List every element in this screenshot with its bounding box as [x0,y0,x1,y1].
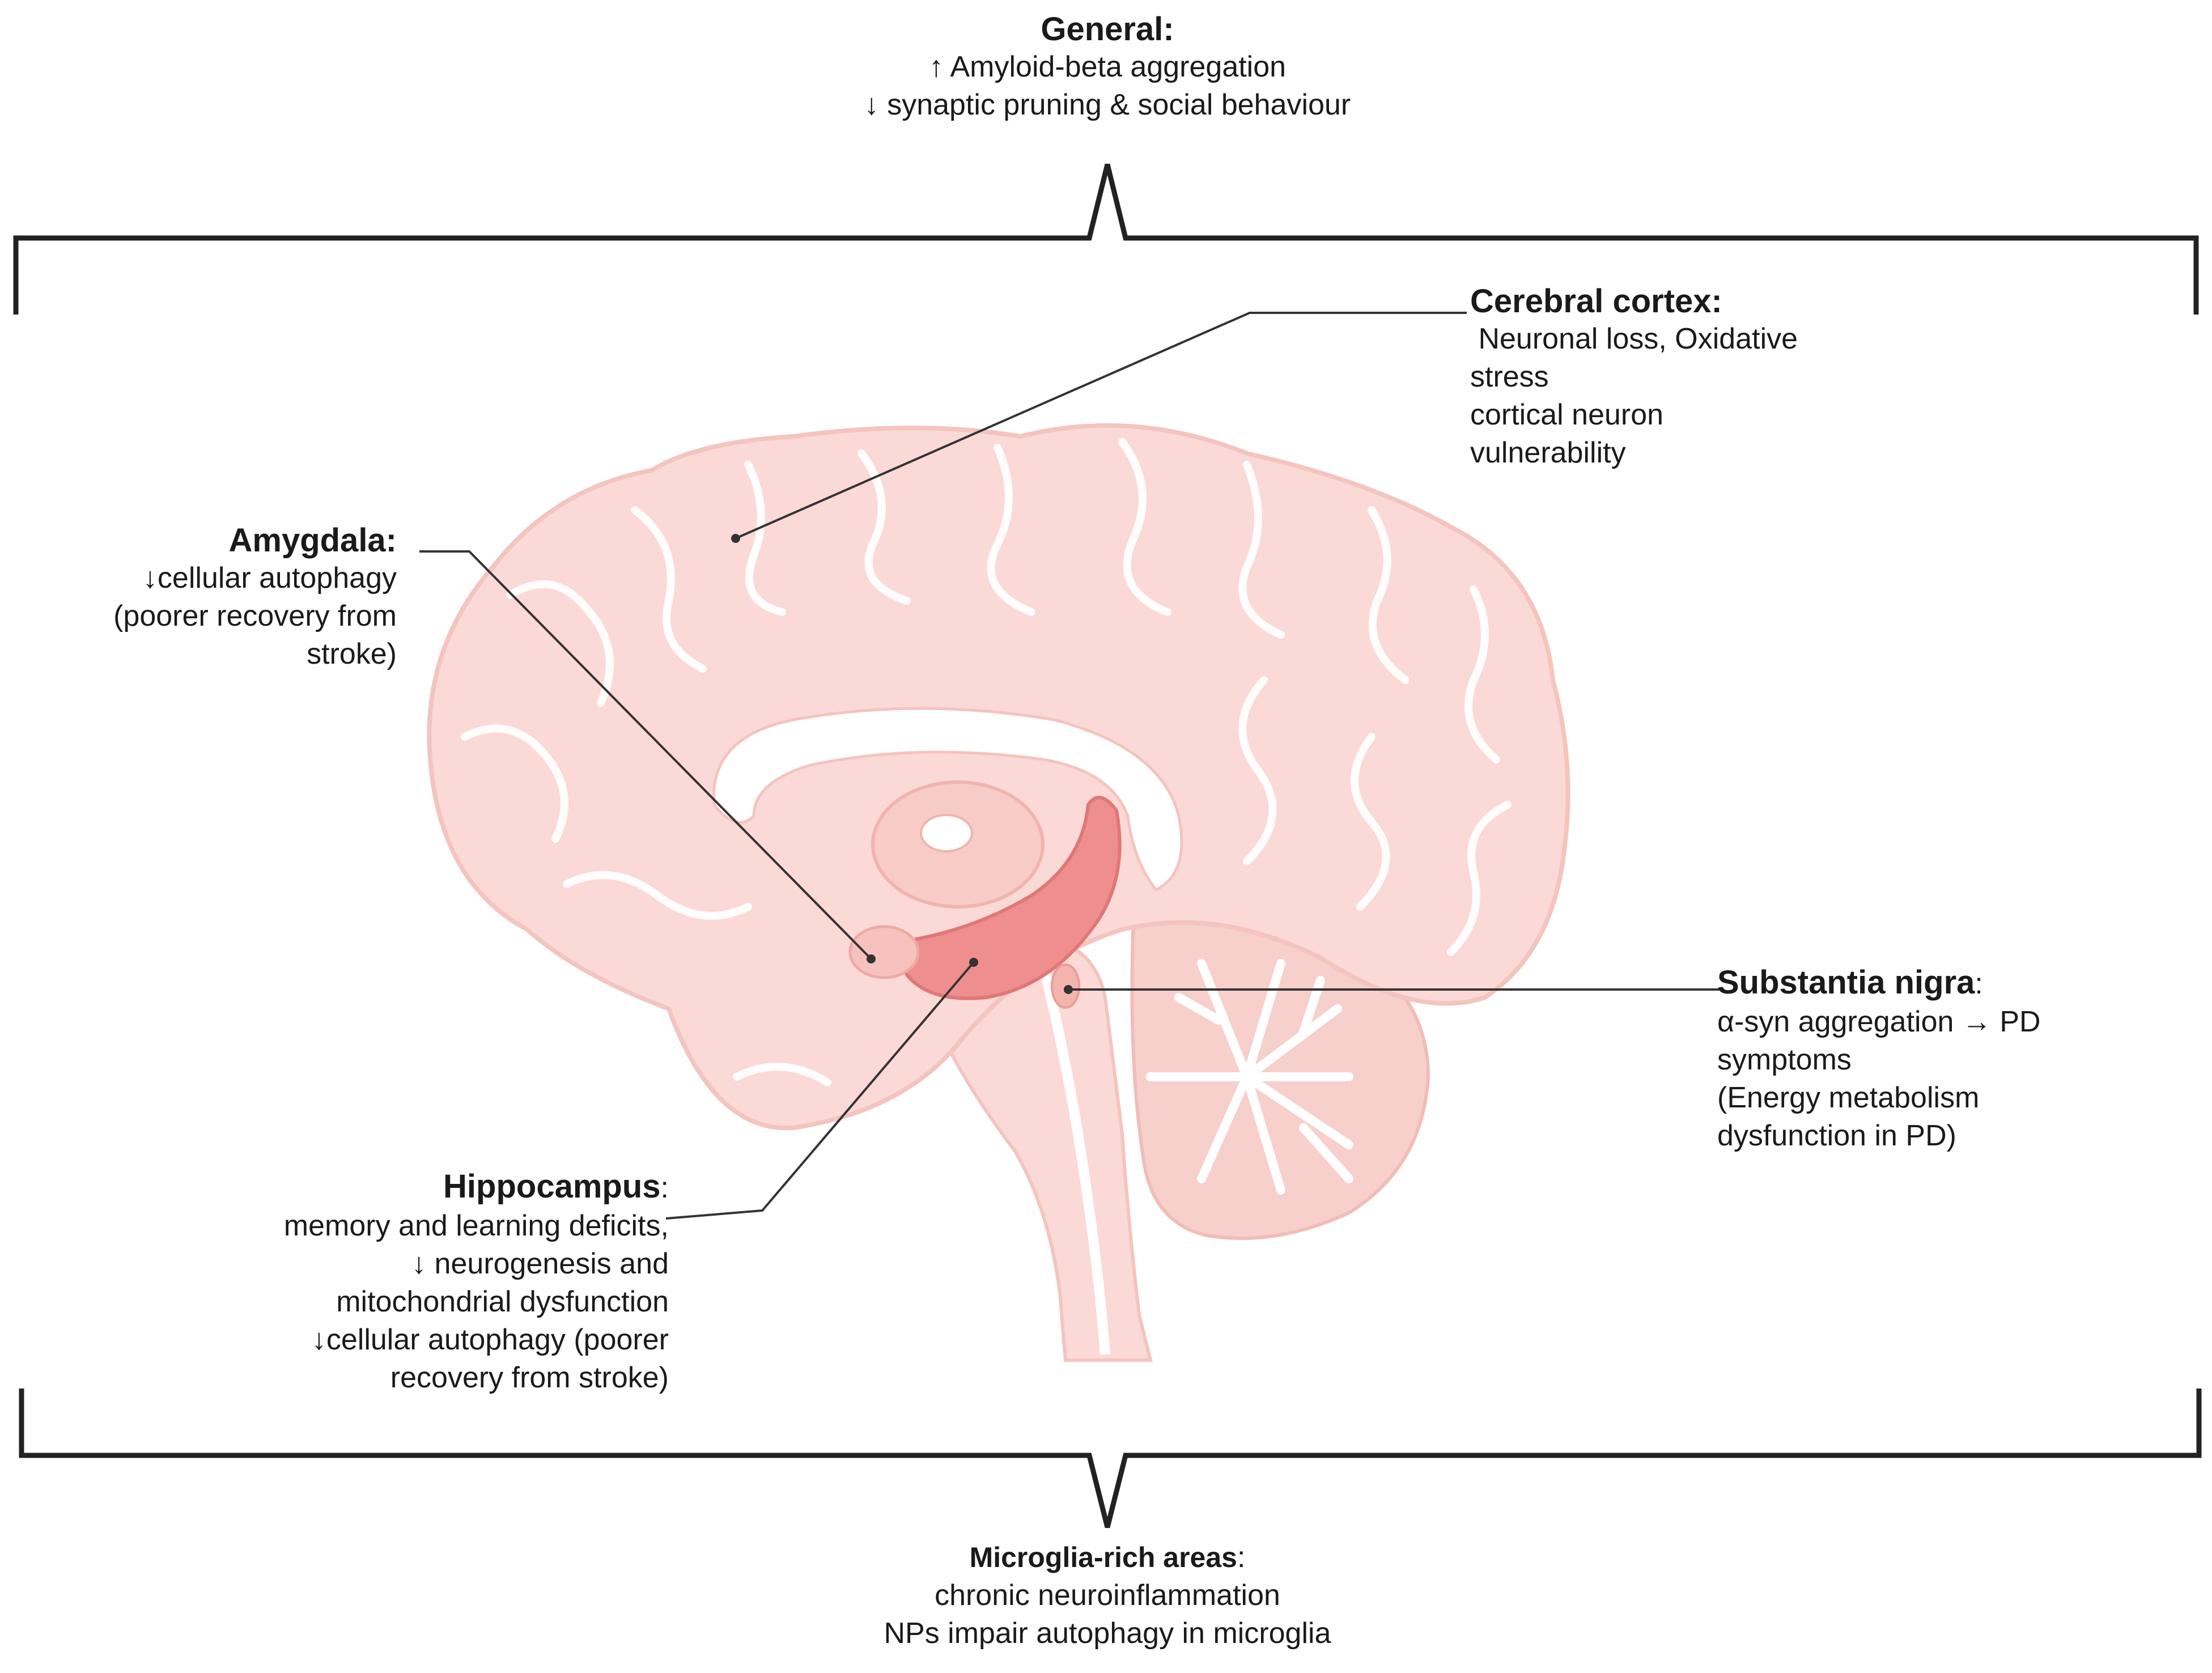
hippocampus-heading: Hippocampus [443,1168,661,1205]
amygdala-line-1: ↓cellular autophagy [142,562,397,595]
amygdala-label: Amygdala: ↓cellular autophagy (poorer re… [45,521,397,673]
hippocampus-colon: : [660,1171,669,1204]
substantia-heading: Substantia nigra [1717,964,1975,1001]
hippocampus-label: Hippocampus: memory and learning deficit… [159,1167,669,1397]
microglia-line-1: chronic neuroinflammation [935,1579,1280,1612]
substantia-line-3: (Energy metabolism [1717,1081,1980,1114]
general-line-2: ↓ synaptic pruning & social behaviour [864,88,1351,121]
amygdala-line-2: (poorer recovery from [113,600,397,632]
cortex-line-4: vulnerability [1470,436,1626,469]
cortex-line-2: stress [1470,360,1549,393]
bottom-bracket [19,1388,2202,1528]
cortex-label: Cerebral cortex: Neuronal loss, Oxidativ… [1470,282,1924,472]
arbor-vitae [1146,959,1353,1195]
substantia-colon: : [1975,967,1983,1000]
microglia-colon: : [1237,1541,1246,1574]
corpus-callosum [712,707,1183,892]
microglia-heading: Microglia-rich areas [969,1542,1237,1573]
spinal-canal [1038,962,1110,1355]
substantia-line-1: α-syn aggregation → PD [1717,1005,2041,1038]
cortical-sulci [461,438,1512,1086]
hippocampus-line-5: recovery from stroke) [390,1361,669,1394]
thalamus-center [920,814,973,852]
cortex-heading: Cerebral cortex: [1470,283,1722,320]
general-label: General: ↑ Amyloid-beta aggregation ↓ sy… [767,10,1447,124]
amygdala-leader [419,550,872,960]
cortex-line-3: cortical neuron [1470,398,1664,431]
microglia-line-2: NPs impair autophagy in microglia [884,1617,1331,1650]
microglia-label: Microglia-rich areas: chronic neuroinfla… [767,1539,1447,1653]
hippocampus-line-2: ↓ neurogenesis and [411,1247,669,1280]
hippocampus-line-4: ↓cellular autophagy (poorer [311,1323,669,1356]
substantia-label: Substantia nigra: α-syn aggregation → PD… [1717,963,2171,1155]
leader-lines [419,312,1720,1220]
substantia-line-2: symptoms [1717,1043,1852,1076]
amygdala-region [848,925,920,979]
hippocampus-region [902,796,1122,1000]
hippocampus-line-3: mitochondrial dysfunction [336,1285,669,1318]
general-heading: General: [1041,11,1174,48]
substantia-line-4: dysfunction in PD) [1717,1119,1956,1152]
cortex-leader [735,312,1467,540]
hippocampus-leader [665,961,975,1220]
leader-dots [731,534,1073,994]
hippocampus-line-1: memory and learning deficits, [283,1209,669,1242]
amygdala-heading: Amygdala: [228,522,397,559]
amygdala-line-3: stroke) [307,638,397,670]
cortex-line-1: Neuronal loss, Oxidative [1470,322,1798,355]
general-line-1: ↑ Amyloid-beta aggregation [928,50,1287,83]
top-bracket [13,163,2199,315]
